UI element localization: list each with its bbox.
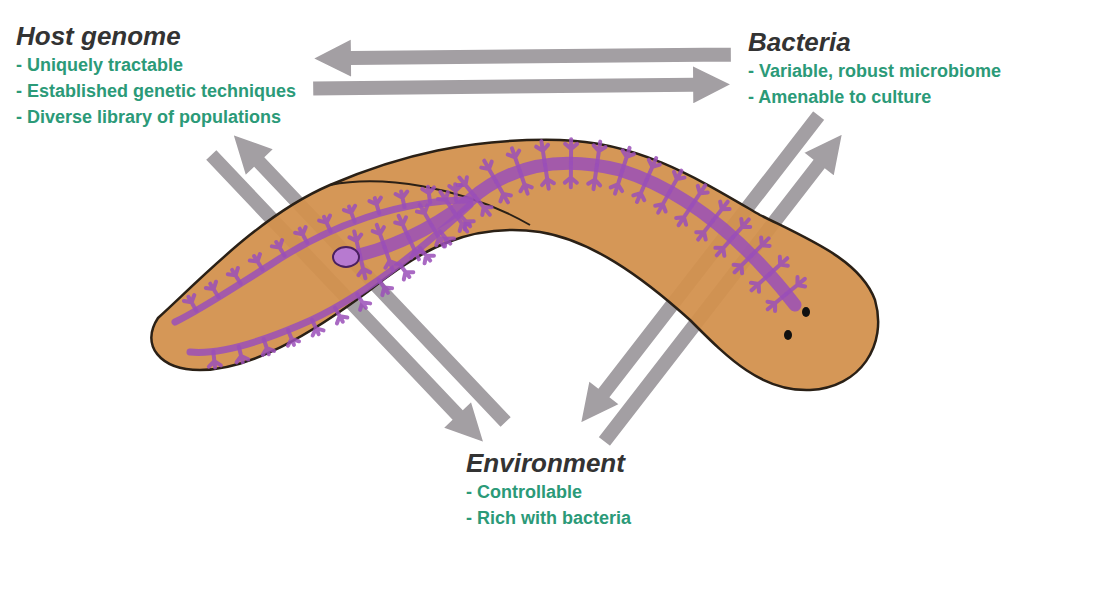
gut-branchlet (417, 205, 432, 226)
gut-branchlet (379, 280, 392, 295)
gut-branchlet (396, 191, 408, 207)
bullet-item: - Controllable (466, 479, 631, 505)
gut-branchlet (263, 339, 274, 355)
gut-branchlet (692, 185, 708, 205)
gut-branchlet (312, 320, 324, 336)
gut-branchlet (633, 180, 646, 202)
gut-branchlet (733, 219, 750, 237)
gut-branchlet (460, 214, 474, 229)
gut-branchlet (250, 254, 263, 270)
gut-branchlet (288, 330, 299, 346)
gut-branchlet (786, 277, 805, 294)
gut-branchlet (385, 247, 397, 270)
gut-branchlet (357, 294, 370, 310)
bullet-item: - Amenable to culture (748, 84, 1001, 110)
gut-branchlet (542, 165, 554, 189)
eyespot (784, 330, 792, 340)
gut-branchlet (228, 268, 241, 284)
group-heading: Bacteria (748, 26, 1001, 58)
gut-branchlet (611, 171, 623, 194)
gut-branchlet (400, 264, 414, 279)
gut-branchlet (335, 308, 347, 324)
gut-branchlet (295, 227, 307, 243)
gut-diverticula (184, 139, 805, 367)
text-group: Bacteria- Variable, robust microbiome- A… (744, 24, 1005, 112)
bullet-item: - Rich with bacteria (466, 505, 631, 531)
gut-branchlet (647, 158, 660, 180)
gut-branch (175, 200, 470, 322)
gut-branchlet (440, 231, 454, 246)
gut-branchlet (622, 148, 634, 171)
bullet-item: - Established genetic techniques (16, 78, 296, 104)
gut-branch (190, 205, 470, 352)
gut-branchlet (713, 202, 730, 221)
gut-branchlet (420, 248, 434, 263)
eyespot (802, 307, 810, 317)
gut-branchlet (565, 163, 577, 187)
gut-branchlet (438, 192, 454, 212)
gut-branchlet (588, 165, 600, 189)
gut-branchlet (734, 255, 752, 273)
bullet-item: - Diverse library of populations (16, 104, 296, 130)
gut-branchlet (206, 282, 219, 298)
gut-branchlet (395, 216, 409, 238)
gut-branchlet (508, 148, 520, 171)
gut-branchlet (696, 221, 713, 240)
gut-branchlet (209, 352, 221, 368)
gut-branchlet (369, 198, 381, 214)
gut-branchlet (676, 205, 692, 225)
gut-branchlet (670, 171, 685, 192)
planarian-body (151, 140, 878, 390)
gut-branchlet (715, 237, 732, 255)
gut-branchlet (655, 192, 670, 213)
text-group: Host genome- Uniquely tractable- Establi… (12, 18, 300, 132)
gut-branchlet (752, 237, 770, 255)
gut-branchlet (272, 240, 285, 256)
gut-branchlet (594, 142, 606, 166)
flow-arrow (312, 38, 732, 78)
gut-branchlet (496, 182, 511, 203)
group-heading: Host genome (16, 20, 296, 52)
gut-trunk (345, 163, 795, 305)
gut-branchlet (767, 294, 786, 311)
group-heading: Environment (466, 447, 631, 479)
gut-branchlet (769, 257, 787, 274)
gut-branchlet (536, 141, 548, 165)
bullet-item: - Variable, robust microbiome (748, 58, 1001, 84)
gut-branchlet (358, 255, 370, 278)
gut-branchlet (520, 171, 532, 194)
gut-branchlet (751, 274, 769, 291)
gut-branchlet (319, 216, 330, 232)
bullet-item: - Uniquely tractable (16, 52, 296, 78)
gut-branchlet (237, 347, 249, 363)
gut-branchlet (184, 295, 196, 311)
text-group: Environment- Controllable- Rich with bac… (462, 445, 635, 533)
gut (175, 139, 805, 367)
gut-branchlet (449, 184, 461, 200)
gut-branchlet (565, 139, 577, 163)
gut-branchlet (481, 161, 496, 182)
gut-branchlet (373, 225, 385, 248)
pharynx-opening (333, 247, 359, 267)
gut-branchlet (344, 206, 355, 222)
gut-branchlet (475, 196, 492, 215)
gut-branchlet (422, 187, 434, 203)
flow-arrow (312, 65, 732, 105)
